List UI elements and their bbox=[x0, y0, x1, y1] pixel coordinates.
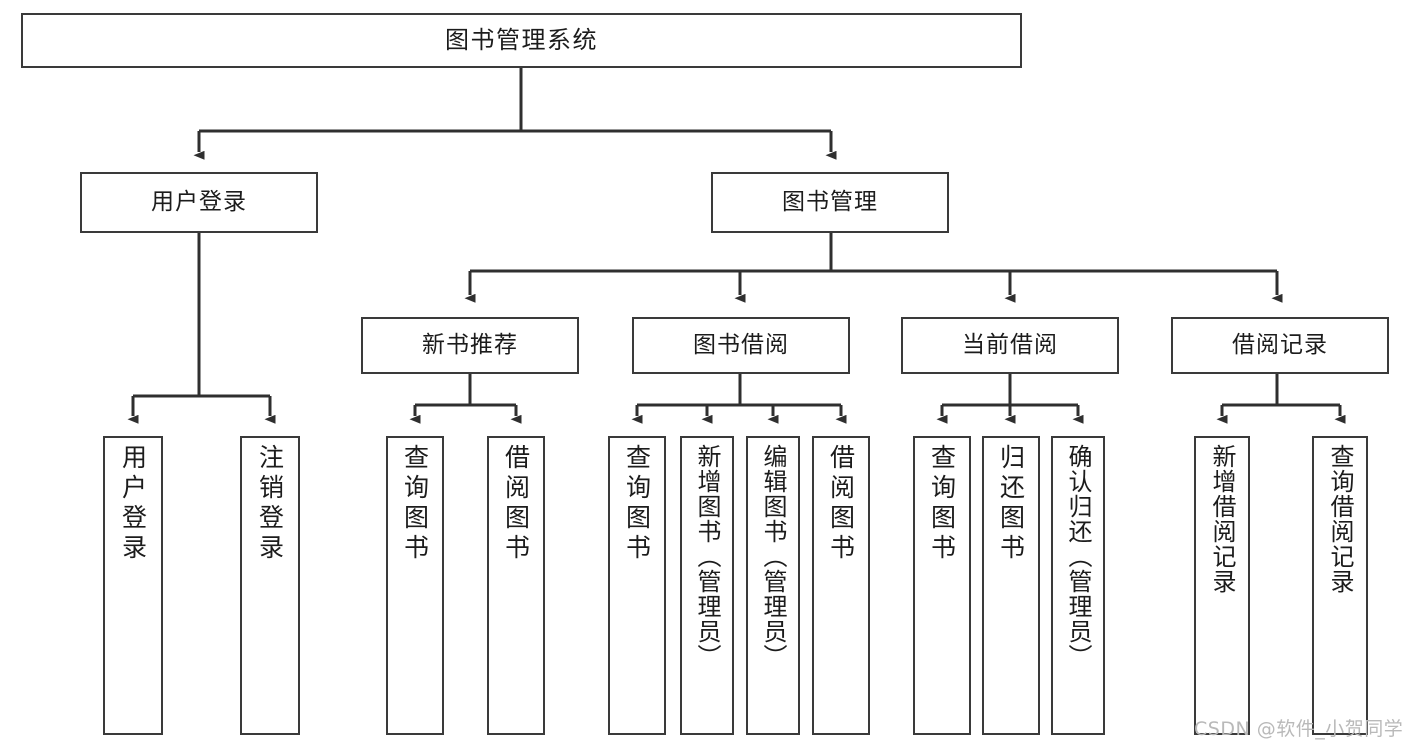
node-leaf-query-book-1-label: 查询图书 bbox=[400, 444, 430, 564]
node-leaf-edit-book-label: 编辑图书（管理员） bbox=[759, 444, 787, 669]
node-user-login[interactable]: 用户登录 bbox=[80, 172, 318, 233]
node-leaf-borrow-book-1[interactable]: 借阅图书 bbox=[487, 436, 545, 735]
node-leaf-query-book-3[interactable]: 查询图书 bbox=[913, 436, 971, 735]
node-leaf-borrow-book-2-label: 借阅图书 bbox=[826, 444, 856, 564]
node-leaf-edit-book[interactable]: 编辑图书（管理员） bbox=[746, 436, 800, 735]
node-new-book-recommend[interactable]: 新书推荐 bbox=[361, 317, 579, 374]
node-leaf-query-record[interactable]: 查询借阅记录 bbox=[1312, 436, 1368, 735]
node-leaf-return-book-label: 归还图书 bbox=[996, 444, 1026, 564]
node-borrow-record[interactable]: 借阅记录 bbox=[1171, 317, 1389, 374]
node-leaf-logout-login-label: 注销登录 bbox=[255, 444, 285, 564]
node-leaf-query-record-label: 查询借阅记录 bbox=[1326, 444, 1354, 594]
node-current-borrow[interactable]: 当前借阅 bbox=[901, 317, 1119, 374]
node-leaf-confirm-return-label: 确认归还（管理员） bbox=[1064, 444, 1092, 669]
node-leaf-confirm-return[interactable]: 确认归还（管理员） bbox=[1051, 436, 1105, 735]
node-leaf-borrow-book-2[interactable]: 借阅图书 bbox=[812, 436, 870, 735]
node-leaf-add-book[interactable]: 新增图书（管理员） bbox=[680, 436, 734, 735]
node-leaf-return-book[interactable]: 归还图书 bbox=[982, 436, 1040, 735]
node-leaf-add-record[interactable]: 新增借阅记录 bbox=[1194, 436, 1250, 735]
node-leaf-user-login-label: 用户登录 bbox=[118, 444, 148, 564]
node-book-manage[interactable]: 图书管理 bbox=[711, 172, 949, 233]
node-book-borrow[interactable]: 图书借阅 bbox=[632, 317, 850, 374]
node-root[interactable]: 图书管理系统 bbox=[21, 13, 1022, 68]
node-leaf-add-book-label: 新增图书（管理员） bbox=[693, 444, 721, 669]
node-leaf-logout-login[interactable]: 注销登录 bbox=[240, 436, 300, 735]
node-leaf-query-book-1[interactable]: 查询图书 bbox=[386, 436, 444, 735]
node-borrow-record-label: 借阅记录 bbox=[1232, 332, 1328, 359]
node-leaf-query-book-3-label: 查询图书 bbox=[927, 444, 957, 564]
watermark: CSDN @软件_小贺同学 bbox=[1194, 718, 1404, 740]
node-leaf-borrow-book-1-label: 借阅图书 bbox=[501, 444, 531, 564]
node-root-label: 图书管理系统 bbox=[445, 25, 598, 54]
node-book-borrow-label: 图书借阅 bbox=[693, 332, 789, 359]
node-new-book-recommend-label: 新书推荐 bbox=[422, 332, 518, 359]
node-user-login-label: 用户登录 bbox=[151, 189, 247, 216]
node-leaf-query-book-2-label: 查询图书 bbox=[622, 444, 652, 564]
node-current-borrow-label: 当前借阅 bbox=[962, 332, 1058, 359]
node-leaf-user-login[interactable]: 用户登录 bbox=[103, 436, 163, 735]
node-leaf-query-book-2[interactable]: 查询图书 bbox=[608, 436, 666, 735]
node-book-manage-label: 图书管理 bbox=[782, 189, 878, 216]
node-leaf-add-record-label: 新增借阅记录 bbox=[1208, 444, 1236, 594]
